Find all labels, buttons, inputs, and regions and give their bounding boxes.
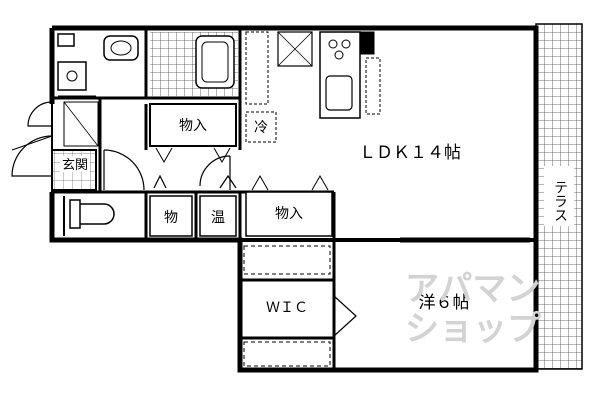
storage-mid-label: 物入 [275,206,303,222]
ldk-label: ＬＤＫ１４帖 [359,143,461,163]
fridge-space: 冷 [245,111,277,143]
entrance: 玄関 [11,101,97,191]
terrace-label: テラス [552,180,568,222]
watermark-line2: ショップ [405,309,541,349]
interior-walls [52,28,536,370]
watermark: アパマン ショップ [405,269,541,349]
kitchen [245,31,381,119]
storage-top-label: 物入 [179,118,207,134]
watermark-line1: アパマン [405,269,540,309]
terrace: テラス [535,23,583,370]
toilet [69,199,115,229]
wic-label: ＷＩＣ [266,300,308,316]
water-heater-label: 温 [211,210,225,226]
hall-doors [103,149,237,191]
windows [390,237,530,373]
washroom [57,33,139,147]
entrance-label: 玄関 [62,158,88,173]
bathroom [150,32,238,96]
water-heater: 温 [199,195,237,237]
storage-small-label: 物 [164,210,178,226]
wic: ＷＩＣ [243,245,357,367]
storage-top: 物入 [149,103,237,164]
western-room-label: 洋６帖 [419,293,470,313]
storage-small: 物 [149,195,193,237]
fridge-label: 冷 [254,120,268,136]
storage-mid: 物入 [245,174,333,237]
